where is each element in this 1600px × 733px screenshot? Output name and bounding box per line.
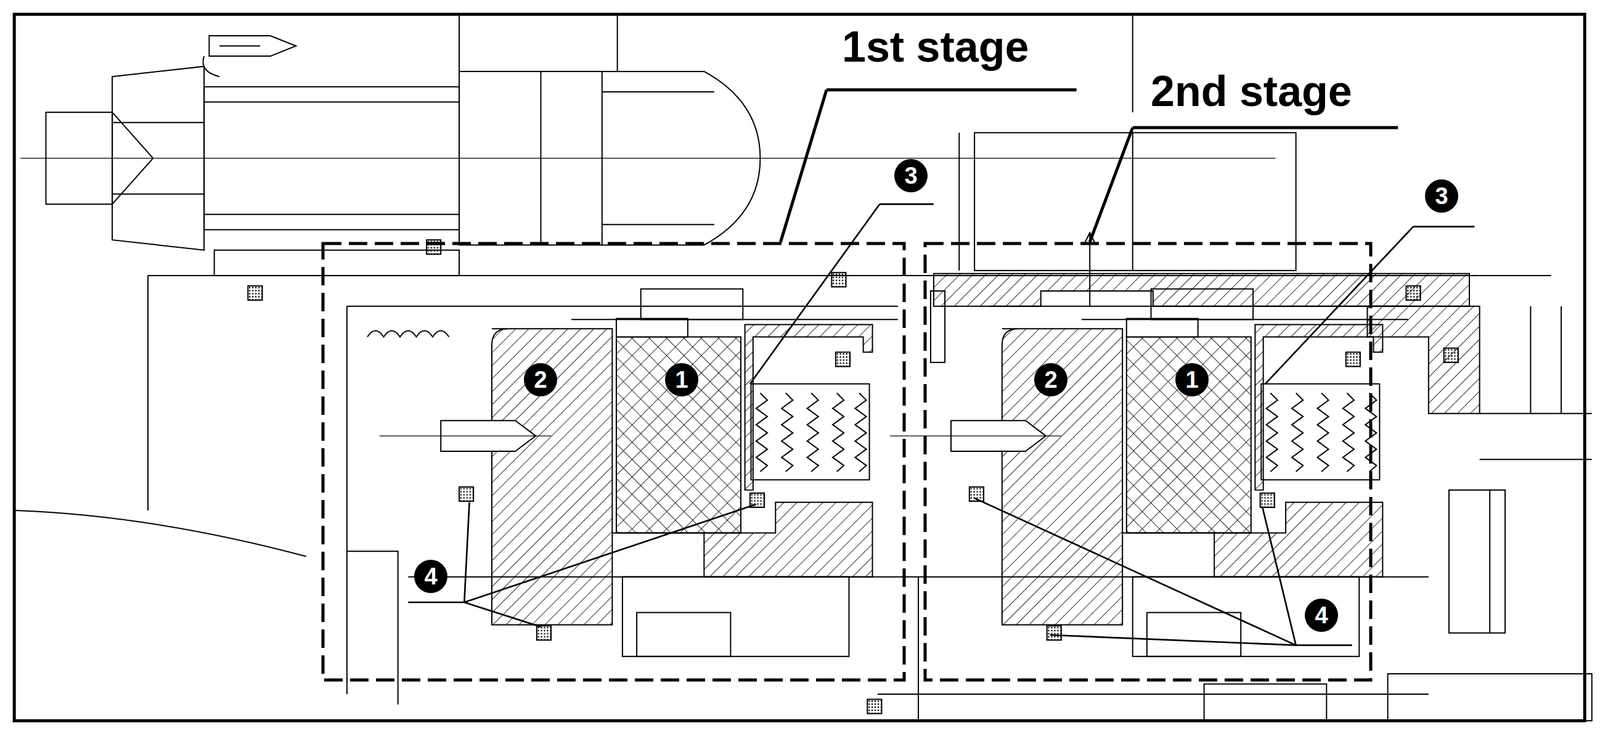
callout-number: 4 [1304,598,1339,632]
stage-heading: 2nd stage [1148,67,1355,116]
callout-number: 4 [414,559,448,593]
callout-number: 3 [894,159,928,193]
callout-number: 2 [523,363,558,397]
stage-region: 1st stage [321,241,907,682]
callout-number: 1 [1175,363,1209,397]
stage-heading: 1st stage [839,23,1032,71]
callout-text: 2 [1044,367,1058,392]
callout-text: 4 [424,564,437,588]
callout-number: 1 [665,363,699,397]
callout-text: 3 [904,163,918,188]
callout-text: 1 [674,367,688,392]
callout-number: 3 [1424,179,1459,213]
callout-text: 1 [1185,367,1199,392]
callout-text: 4 [1314,603,1328,627]
callout-text: 2 [533,367,547,392]
dashed-outline [321,241,907,682]
callout-text: 3 [1434,184,1448,208]
callout-number: 2 [1034,363,1068,397]
